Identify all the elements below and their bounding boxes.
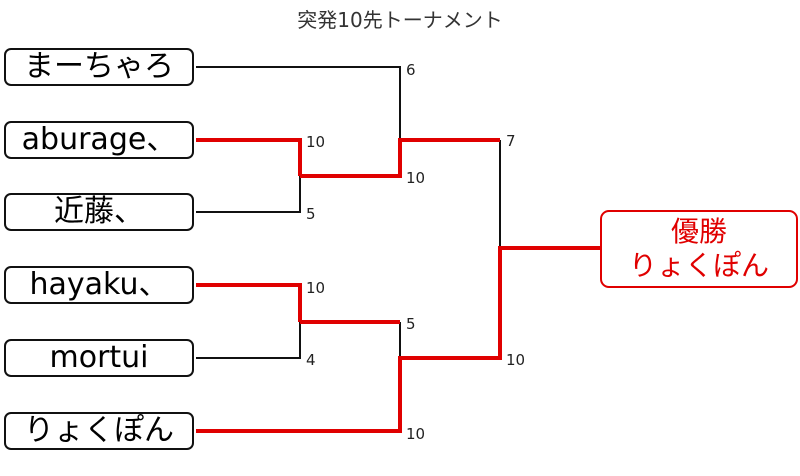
winner-label: 優勝 [670,215,727,248]
score-label: 5 [406,315,416,333]
line-p3-to-match1 [196,176,301,213]
line-p5-to-match2 [196,322,301,359]
winner-name: りょくぽん [628,249,769,282]
score-label: 4 [306,351,316,369]
score-label: 5 [306,205,316,223]
player-box: 近藤、 [4,193,194,231]
line-p6-to-semi2 [196,246,600,433]
score-label: 10 [406,169,426,187]
tournament-title: 突発10先トーナメント [297,8,503,32]
player-box: mortui [4,339,194,377]
player-box: hayaku、 [4,266,194,304]
line-match1-to-semi1 [300,138,500,178]
score-label: 10 [306,279,326,297]
score-label: 10 [406,425,426,443]
score-label: 6 [406,61,416,79]
score-label: 10 [506,351,526,369]
score-label: 7 [506,132,516,150]
player-box: りょくぽん [4,412,194,450]
player-box: aburage、 [4,121,194,159]
winner-box: 優勝 りょくぽん [600,210,798,288]
score-label: 10 [306,133,326,151]
player-box: まーちゃろ [4,48,194,86]
line-p1-to-semi1 [196,66,401,140]
line-p2-to-match1 [196,138,302,176]
line-p4-to-match2 [196,283,302,322]
